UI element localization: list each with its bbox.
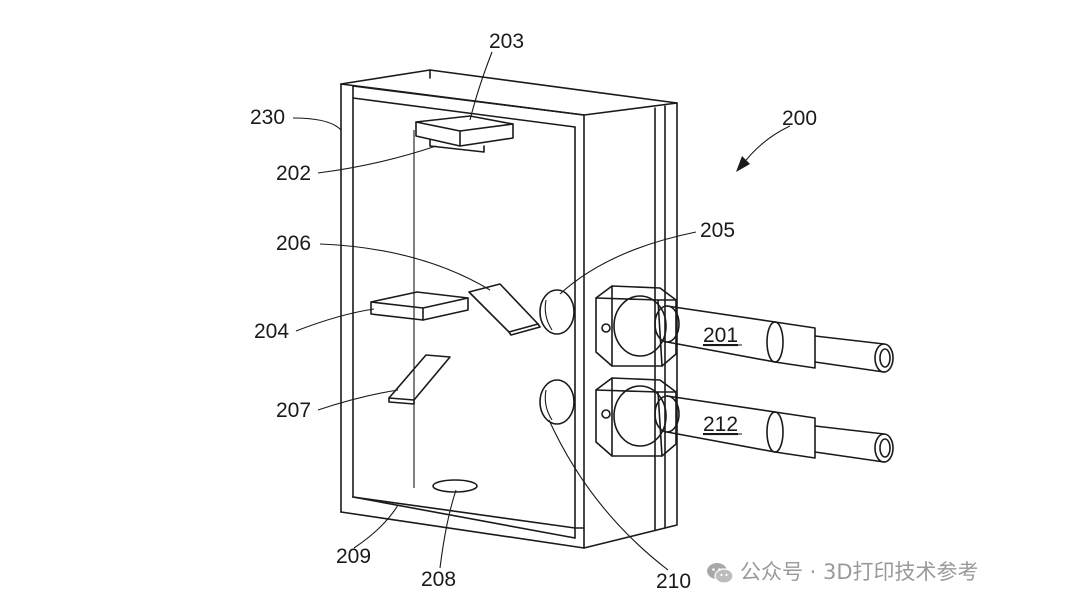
component-203-block (415, 115, 514, 153)
leader-lines (292, 51, 791, 571)
reference-labels: 203 230 202 206 204 207 209 208 210 205 … (250, 30, 817, 593)
arrowhead-200 (736, 156, 750, 172)
port-205 (539, 289, 575, 335)
watermark: 公众号 · 3D打印技术参考 (706, 556, 979, 586)
mirror-206 (468, 283, 541, 336)
leader-209 (353, 504, 399, 549)
leader-203 (469, 51, 493, 121)
connector-212 (595, 377, 894, 463)
leader-210 (548, 419, 669, 571)
label-208: 208 (421, 568, 456, 591)
label-207: 207 (276, 399, 311, 422)
label-202: 202 (276, 162, 311, 185)
leader-205 (559, 231, 697, 295)
label-203: 203 (489, 30, 524, 53)
housing-frame (340, 69, 678, 549)
leader-230 (292, 117, 342, 131)
label-204: 204 (254, 320, 289, 343)
watermark-text: 公众号 · 3D打印技术参考 (740, 560, 979, 584)
label-206: 206 (276, 232, 311, 255)
label-209: 209 (336, 545, 371, 568)
aperture-208 (432, 479, 478, 493)
leader-202 (317, 145, 437, 174)
label-205: 205 (700, 219, 735, 242)
leader-207 (317, 389, 399, 411)
wechat-icon (707, 563, 734, 584)
port-210 (539, 379, 575, 425)
leader-204 (295, 308, 375, 332)
component-204-block (370, 291, 469, 321)
leader-206 (319, 243, 491, 291)
leader-208 (439, 489, 457, 569)
connector-201 (595, 285, 894, 373)
mirror-207 (388, 354, 451, 405)
label-230: 230 (250, 106, 285, 129)
label-210: 210 (656, 570, 691, 593)
label-212: 212 (703, 413, 738, 436)
label-200: 200 (782, 107, 817, 130)
label-201: 201 (703, 324, 738, 347)
